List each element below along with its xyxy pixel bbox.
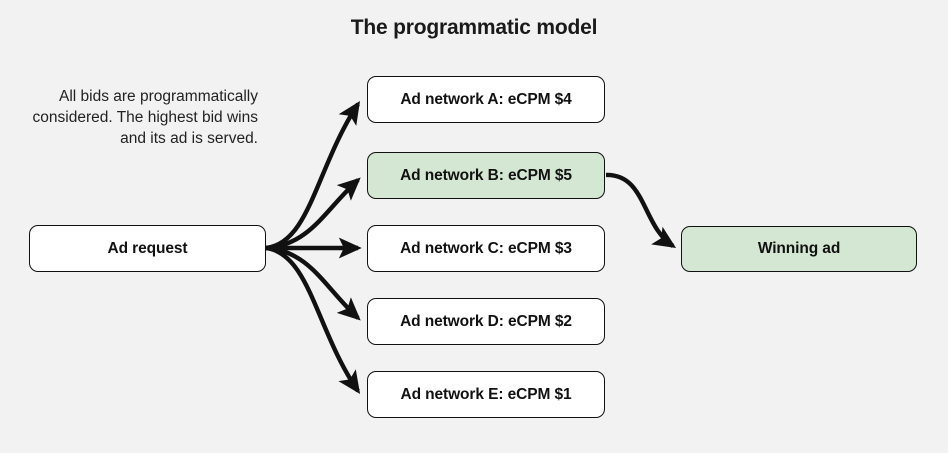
node-ad-network-a-label: Ad network A: eCPM $4	[400, 90, 572, 108]
arrow-request-to-network-b	[265, 177, 361, 251]
node-ad-network-e[interactable]: Ad network E: eCPM $1	[367, 371, 605, 418]
arrow-network-b-to-winning-ad	[605, 172, 677, 248]
node-ad-network-b-label: Ad network B: eCPM $5	[400, 166, 572, 184]
node-ad-network-d[interactable]: Ad network D: eCPM $2	[367, 298, 605, 345]
arrow-request-to-network-a	[265, 100, 361, 251]
page-title: The programmatic model	[350, 16, 598, 39]
node-ad-network-c[interactable]: Ad network C: eCPM $3	[367, 225, 605, 272]
node-ad-network-a[interactable]: Ad network A: eCPM $4	[367, 76, 605, 123]
node-ad-request-label: Ad request	[107, 239, 188, 257]
arrow-request-to-network-d	[265, 245, 361, 321]
node-ad-network-c-label: Ad network C: eCPM $3	[400, 239, 572, 257]
node-winning-ad[interactable]: Winning ad	[681, 226, 917, 272]
explanatory-caption: All bids are programmatically considered…	[32, 88, 258, 147]
node-ad-network-e-label: Ad network E: eCPM $1	[400, 385, 572, 403]
node-ad-network-d-label: Ad network D: eCPM $2	[400, 312, 572, 330]
node-ad-request[interactable]: Ad request	[29, 225, 266, 272]
node-ad-network-b[interactable]: Ad network B: eCPM $5	[367, 152, 605, 199]
arrow-request-to-network-e	[265, 245, 361, 395]
node-winning-ad-label: Winning ad	[757, 240, 841, 257]
